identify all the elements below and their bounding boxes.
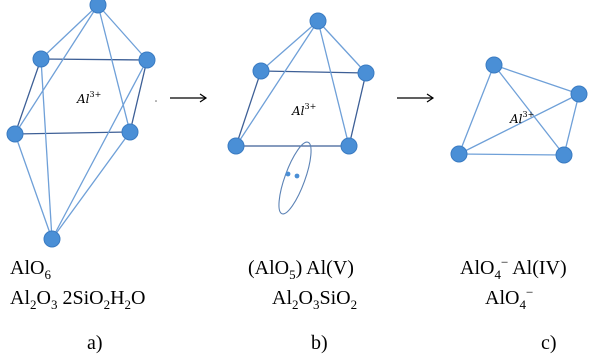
tetrahedron-edge <box>563 93 580 156</box>
octahedron-edge <box>40 58 53 240</box>
square-pyramid-alo5: Al3+ <box>227 12 375 215</box>
formula-segment: AlO <box>460 257 495 279</box>
formula-segment: SiO <box>319 287 351 309</box>
pyramid-edge <box>235 20 319 147</box>
formula-segment: Al <box>272 287 292 309</box>
formula-segment: Al <box>10 287 30 309</box>
formula-segment: AlO <box>485 287 520 309</box>
tetrahedron-edge <box>458 153 565 156</box>
arrow-right-icon <box>170 93 208 103</box>
formula-segment: − <box>525 284 534 300</box>
formula-segment: 2 <box>350 297 358 312</box>
octahedron-edge <box>51 59 148 240</box>
panel-label-c: c) <box>541 332 557 354</box>
formula-segment: (AlO <box>248 257 290 279</box>
electron-dot <box>294 173 300 179</box>
octahedron-edge <box>14 133 53 240</box>
panel-label-a: a) <box>87 332 103 354</box>
formula-segment: 2 <box>103 297 111 312</box>
oxygen-atom <box>340 137 358 155</box>
formula-a-line2: Al2O3 2SiO2H2O <box>10 286 146 312</box>
formula-segment: 5 <box>289 267 296 282</box>
octahedron-edge <box>40 4 99 60</box>
formula-b-line1: (AlO5) Al(V) <box>248 256 354 282</box>
formula-segment: ) <box>295 257 303 279</box>
octahedron-alo6: Al3+ <box>6 0 156 248</box>
tetrahedron-alo4: Al3+ <box>450 56 588 164</box>
formula-c-line2: AlO4− <box>485 284 534 312</box>
oxygen-atom <box>138 51 156 69</box>
oxygen-atom <box>89 0 107 14</box>
formula-segment: O <box>298 287 313 309</box>
electron-dot <box>285 171 291 177</box>
pyramid-edge <box>260 20 319 72</box>
octahedron-edge <box>97 4 131 133</box>
oxygen-atom <box>570 85 588 103</box>
pyramid-edge <box>317 20 350 147</box>
formula-segment: Al(IV) <box>508 257 567 279</box>
oxygen-atom <box>555 146 573 164</box>
formula-segment: H <box>110 287 125 309</box>
oxygen-atom <box>252 62 270 80</box>
oxygen-atom <box>485 56 503 74</box>
aluminum-ion-label: Al3+ <box>76 90 101 106</box>
tetrahedron-edge <box>493 64 565 156</box>
formula-segment: 4 <box>494 267 501 282</box>
oxygen-atom <box>309 12 327 30</box>
pyramid-edge <box>317 20 367 74</box>
formula-b-line2: Al2O3SiO2 <box>272 286 358 312</box>
formula-segment: 2 <box>292 297 299 312</box>
oxygen-atom <box>6 125 24 143</box>
octahedron-edge <box>14 4 99 135</box>
aluminum-ion-label: Al3+ <box>291 102 316 118</box>
formula-segment: − <box>500 254 509 270</box>
formula-segment: O <box>131 287 146 309</box>
arrow-right-icon <box>397 93 435 103</box>
oxygen-atom <box>121 123 139 141</box>
tetrahedron-edge <box>458 64 495 155</box>
dot-mark <box>155 100 157 102</box>
lone-pair-orbital <box>278 141 312 215</box>
tetrahedron-edge <box>493 64 580 95</box>
formula-segment: Al(V) <box>302 257 354 279</box>
formula-segment: 2 <box>124 297 132 312</box>
oxygen-atom <box>450 145 468 163</box>
octahedron-edge <box>97 4 148 61</box>
panel-label-b: b) <box>311 332 328 354</box>
formula-c-line1: AlO4− Al(IV) <box>460 254 567 282</box>
formula-segment: 4 <box>519 297 526 312</box>
oxygen-atom <box>32 50 50 68</box>
formula-segment: O <box>36 287 51 309</box>
oxygen-atom <box>227 137 245 155</box>
formula-segment: 3 <box>312 297 320 312</box>
aluminum-ion-label: Al3+ <box>509 110 534 126</box>
formula-segment: 3 <box>50 297 58 312</box>
formula-a-line1: AlO6 <box>10 257 51 282</box>
oxygen-atom <box>357 64 375 82</box>
formula-segment: 2 <box>30 297 37 312</box>
oxygen-atom <box>43 230 61 248</box>
tetrahedron-edge <box>458 93 580 155</box>
formula-segment: 2SiO <box>57 287 104 309</box>
octahedron-edge <box>51 131 131 240</box>
